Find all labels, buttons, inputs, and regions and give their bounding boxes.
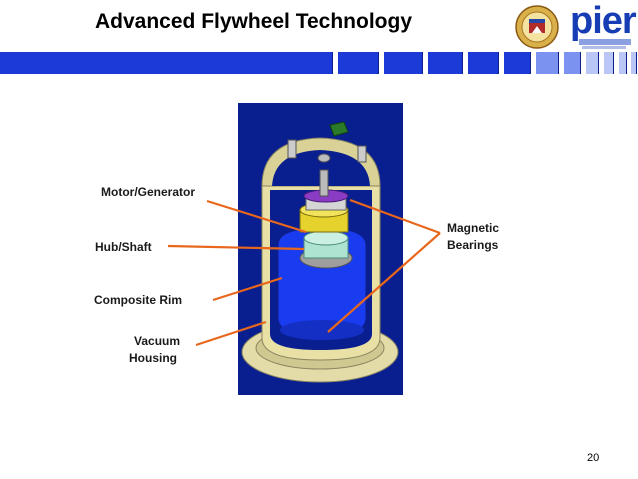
header-bar-segment — [564, 52, 581, 74]
connector — [329, 121, 349, 137]
label-motor-generator: Motor/Generator — [101, 185, 196, 199]
pier-logo: pier — [570, 0, 637, 42]
slide-title: Advanced Flywheel Technology — [95, 10, 413, 33]
header-bar-segment — [586, 52, 599, 74]
header-bar-segment — [338, 52, 379, 74]
label-vacuum-housing-line1: Vacuum — [134, 334, 181, 348]
label-composite-rim: Composite Rim — [94, 293, 183, 307]
label-hub-shaft: Hub/Shaft — [95, 240, 152, 254]
leader-lines — [167, 198, 441, 347]
header-bar-segment — [0, 52, 333, 74]
header-bar-segment — [619, 52, 627, 74]
label-magnetic-bearings-line1: Magnetic — [447, 221, 500, 235]
rim-bottom — [280, 320, 364, 340]
shaft — [319, 169, 329, 197]
header-bar-segment — [504, 52, 531, 74]
header-bar-segment — [428, 52, 463, 74]
header-bar-segment — [631, 52, 637, 74]
label-magnetic-bearings-line2: Bearings — [447, 238, 499, 252]
pier-logo-tagline-2 — [582, 46, 626, 49]
dome-cutaway — [272, 150, 370, 186]
pier-logo-tagline — [579, 39, 631, 45]
header-bar-segment — [604, 52, 614, 74]
header-bar-segment — [468, 52, 499, 74]
header-bar-segment — [536, 52, 559, 74]
header-bar — [0, 52, 638, 74]
header-bar-segment — [384, 52, 423, 74]
state-seal-logo — [515, 5, 559, 49]
page-number: 20 — [587, 452, 600, 464]
label-vacuum-housing-line2: Housing — [129, 351, 177, 365]
